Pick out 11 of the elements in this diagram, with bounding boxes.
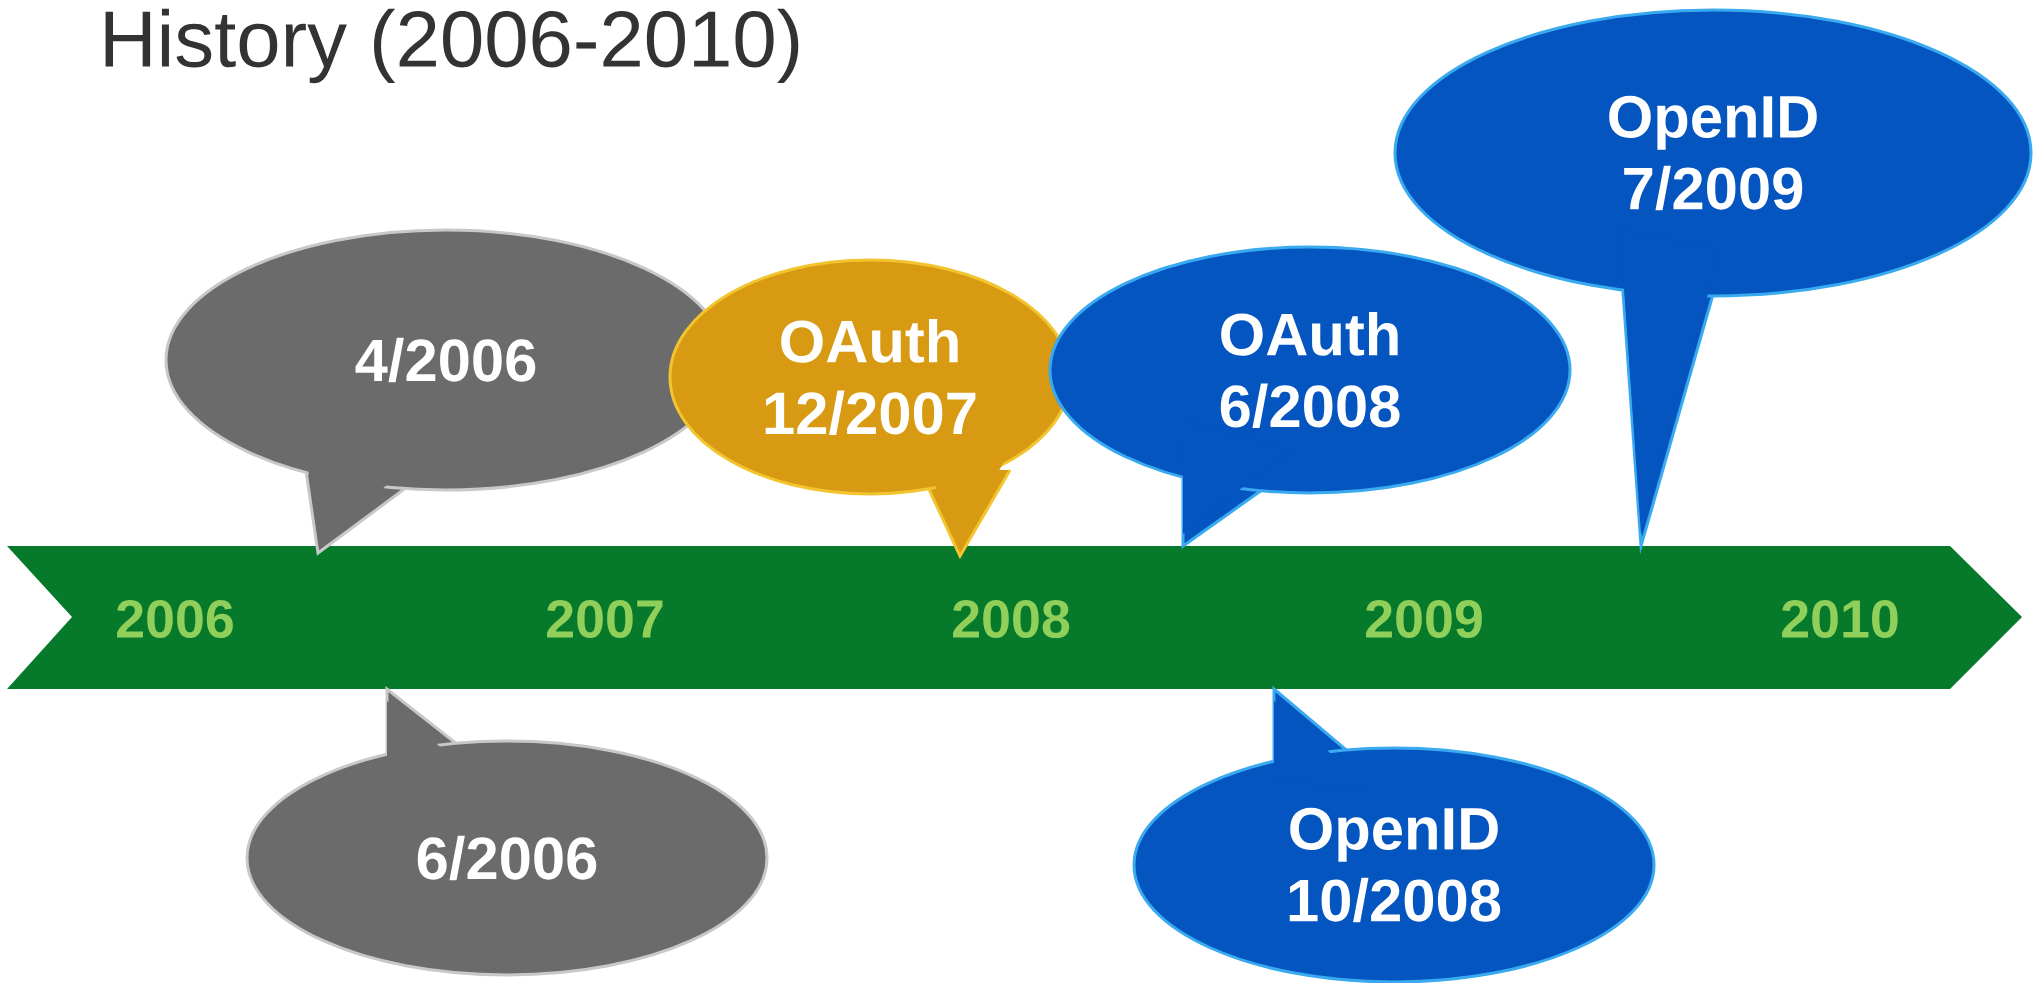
year-label: 2006: [117, 599, 233, 639]
speech-bubble: OAuth 6/2008: [1048, 245, 1572, 549]
year-label: 2008: [953, 599, 1070, 639]
speech-bubble: OpenID 10/2008: [1132, 685, 1656, 983]
year-label: 2007: [547, 599, 663, 639]
speech-bubble: 6/2006: [245, 685, 769, 977]
speech-bubble: 4/2006: [164, 228, 728, 556]
speech-bubble: OAuth 12/2007: [668, 258, 1072, 560]
title: History (2006-2010): [105, 8, 799, 84]
year-label: 2010: [1782, 599, 1898, 639]
year-label: 2009: [1366, 599, 1482, 639]
